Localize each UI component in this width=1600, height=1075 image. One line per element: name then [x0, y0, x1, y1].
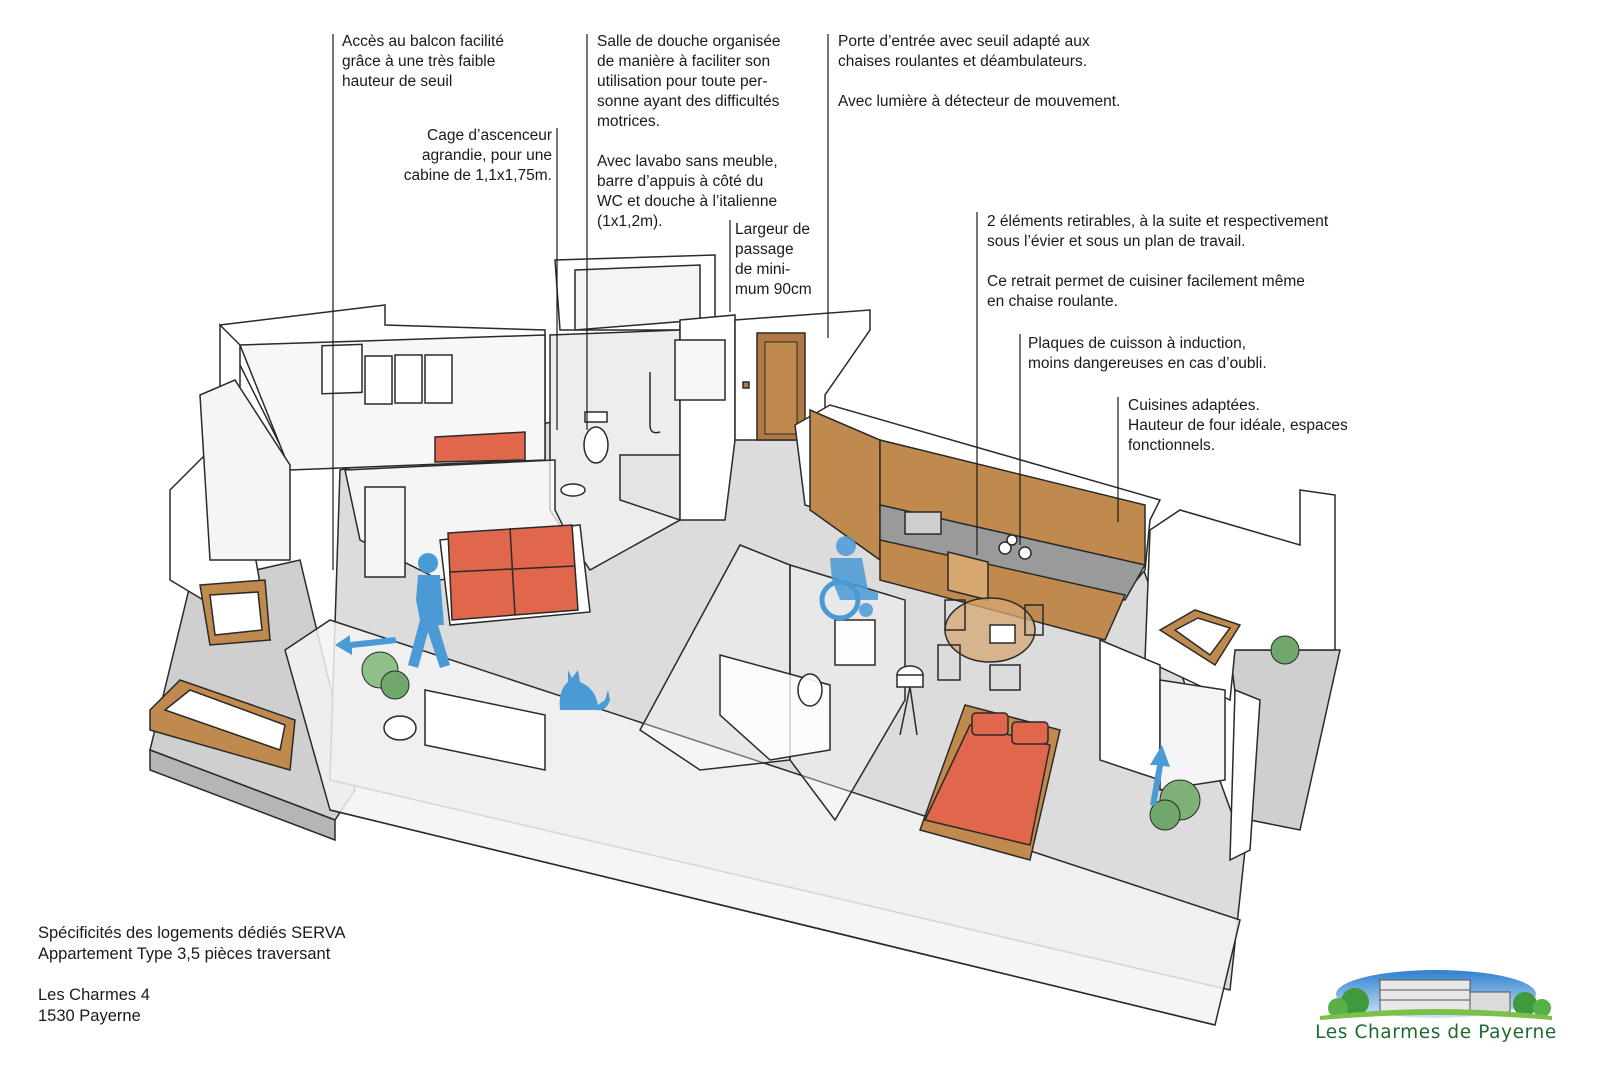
annotation-balcony: Accès au balcon facilité grâce à une trè…	[342, 33, 504, 90]
bathroom-partitions	[639, 544, 906, 822]
bed	[919, 704, 1061, 861]
cat-icon	[559, 670, 610, 711]
dining-table	[937, 597, 1044, 691]
balcony-furniture-left	[149, 579, 296, 771]
annotation-passage: Largeur de passage de mini- mum 90cm	[735, 221, 812, 298]
annotation-entrance: Porte d’entrée avec seuil adapté aux cha…	[838, 33, 1121, 110]
caption-subtitle: Spécificités des logements dédiés SERVA …	[38, 924, 346, 963]
wheelchair-user-icon	[819, 536, 878, 621]
annotation-removable: 2 éléments retirables, à la suite et res…	[987, 213, 1329, 310]
shower-room	[549, 254, 716, 571]
entrance-door	[734, 309, 871, 441]
annotation-kitchen: Cuisines adaptées. Hauteur de four idéal…	[1128, 397, 1348, 454]
back-bench	[434, 431, 526, 463]
person-walking-icon	[408, 553, 450, 668]
annotation-elevator: Cage d’ascenceur agrandie, pour une cabi…	[403, 127, 552, 184]
logo-graphic	[1320, 970, 1552, 1020]
caption-address: Les Charmes 4 1530 Payerne	[38, 986, 150, 1025]
logo-text: Les Charmes de Payerne	[1315, 1022, 1557, 1043]
annotation-induction: Plaques de cuisson à induction, moins da…	[1028, 335, 1267, 372]
radiator	[424, 689, 546, 771]
annotation-shower: Salle de douche organisée de manière à f…	[597, 33, 781, 230]
left-wall	[169, 323, 291, 642]
balcony-furniture-right	[1158, 609, 1242, 667]
leader-lines	[332, 34, 1119, 570]
floor-lamp	[896, 665, 924, 736]
sofa	[439, 524, 591, 626]
arrow-icon	[335, 635, 1170, 806]
elevator-shaft	[674, 314, 736, 521]
plant-icon	[361, 635, 1300, 831]
